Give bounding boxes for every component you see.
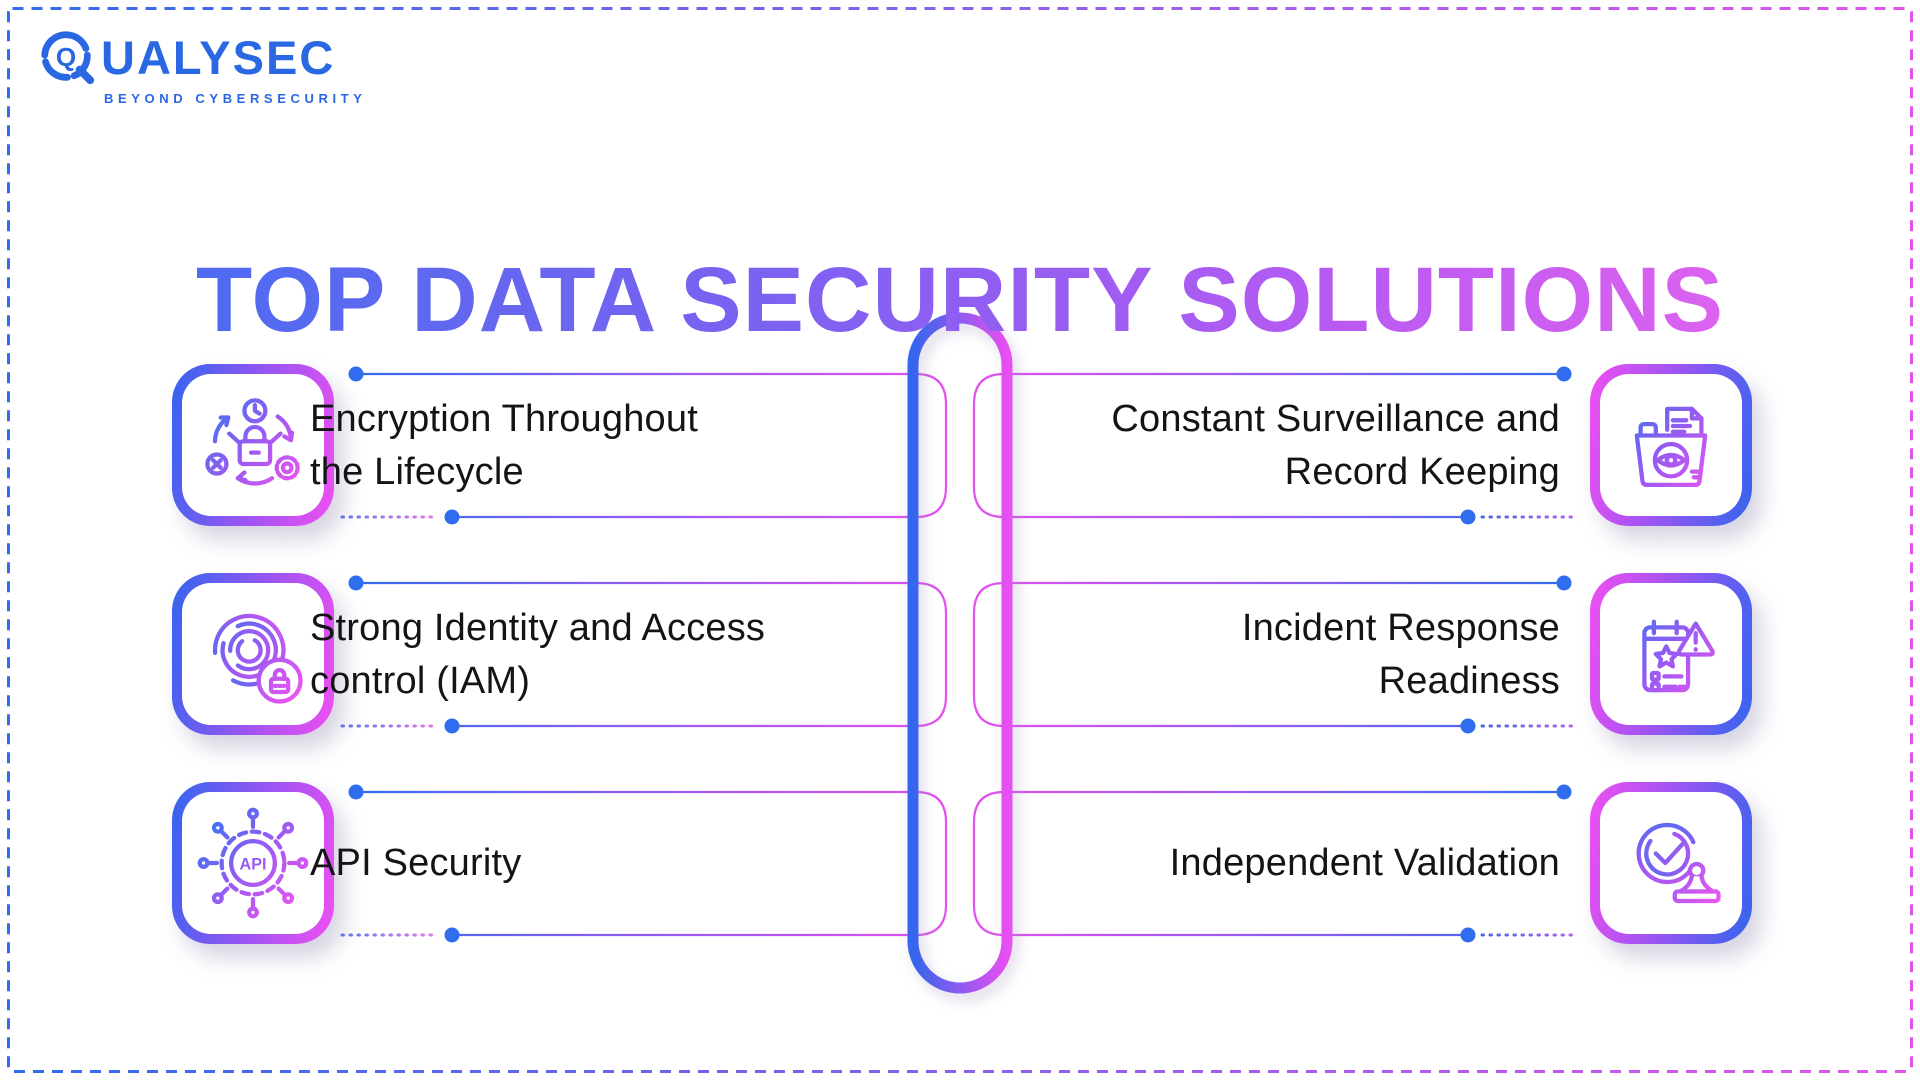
connector-band <box>356 581 948 728</box>
connector-dot <box>1460 509 1476 525</box>
connector-band <box>356 372 948 519</box>
connector-band <box>356 790 948 937</box>
connector-row-2 <box>340 575 1580 734</box>
connector-dot <box>348 784 364 800</box>
connector-dot <box>444 718 460 734</box>
item-title-api-security: API Security <box>310 842 522 885</box>
identity-access-fingerprint-icon <box>212 613 303 704</box>
connector-band <box>972 372 1564 519</box>
api-security-icon: API <box>197 807 309 919</box>
qualysec-logo: Q UALYSEC BEYOND CYBERSECURITY <box>36 26 366 106</box>
incident-response-icon <box>1642 619 1715 693</box>
connector-dot <box>348 575 364 591</box>
connector-band <box>972 790 1564 937</box>
tile-encryption-lifecycle <box>172 364 334 526</box>
connector-dot <box>444 927 460 943</box>
surveillance-records-icon <box>1634 406 1708 488</box>
logo-brand-text: UALYSEC <box>101 30 336 84</box>
independent-validation-icon <box>1636 822 1721 904</box>
connector-dot <box>1556 575 1572 591</box>
connector-dot <box>1556 366 1572 382</box>
tile-identity-access <box>172 573 334 735</box>
encryption-lifecycle-icon <box>205 398 300 486</box>
item-title-encryption-lifecycle: Encryption Throughout the Lifecycle <box>310 398 698 493</box>
tile-incident-response <box>1590 573 1752 735</box>
connector-dot <box>1556 784 1572 800</box>
connector-row-3 <box>340 784 1580 943</box>
item-title-incident-response: Incident Response Readiness <box>1241 607 1560 702</box>
connector-dot <box>1460 718 1476 734</box>
tile-api-security: API <box>172 782 334 944</box>
page-title: TOP DATA SECURITY SOLUTIONS <box>0 248 1920 352</box>
connector-dot <box>348 366 364 382</box>
logo-tagline: BEYOND CYBERSECURITY <box>104 91 367 106</box>
connector-band <box>972 581 1564 728</box>
item-title-independent-validation: Independent Validation <box>1169 842 1560 885</box>
tile-surveillance-records <box>1590 364 1752 526</box>
api-icon-label: API <box>240 856 267 874</box>
connector-dot <box>444 509 460 525</box>
item-title-identity-access: Strong Identity and Access control (IAM) <box>310 607 766 702</box>
item-title-surveillance-records: Constant Surveillance and Record Keeping <box>1111 398 1560 493</box>
connector-row-1 <box>340 366 1580 525</box>
center-capsule <box>907 312 1013 994</box>
qualysec-logo-mark: Q <box>41 31 95 85</box>
logo-brand: Q UALYSEC <box>36 26 366 88</box>
connector-dot <box>1460 927 1476 943</box>
logo-q-letter: Q <box>56 42 76 72</box>
tile-independent-validation <box>1590 782 1752 944</box>
